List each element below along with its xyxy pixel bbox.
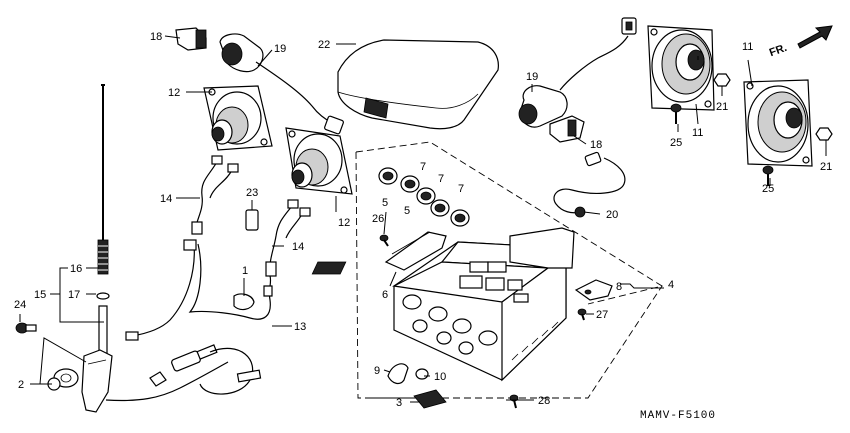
callout-labels: 18 19 22 12 14 23 14 1 13 12 16 17 15 24…	[14, 31, 832, 409]
fasteners-21-25	[670, 73, 833, 186]
callout-25-left: 25	[670, 137, 682, 149]
callout-5-a: 5	[382, 197, 388, 209]
callout-7-b: 7	[438, 173, 444, 185]
callout-16: 16	[70, 263, 82, 275]
callout-5-b: 5	[404, 205, 410, 217]
callout-8: 8	[616, 281, 622, 293]
callout-25-right: 25	[762, 183, 774, 195]
callout-20: 20	[606, 209, 618, 221]
front-speaker-left	[647, 25, 715, 111]
antenna-assembly	[15, 84, 262, 413]
callout-2: 2	[18, 379, 24, 391]
callout-1: 1	[242, 265, 248, 277]
callout-3: 3	[396, 397, 402, 409]
callout-9: 9	[374, 365, 380, 377]
callout-18-left: 18	[150, 31, 162, 43]
callout-7-c: 7	[458, 183, 464, 195]
callout-23: 23	[246, 187, 258, 199]
callout-18-right: 18	[590, 139, 602, 151]
front-direction-arrow: FR.	[768, 25, 833, 59]
callout-4: 4	[668, 279, 674, 291]
callout-24: 24	[14, 299, 26, 311]
callout-19-left: 19	[274, 43, 286, 55]
callout-22: 22	[318, 39, 330, 51]
callout-14-lower: 14	[292, 241, 304, 253]
callout-11-left: 11	[692, 127, 703, 139]
callout-12-lower: 12	[338, 217, 350, 229]
callout-12-upper: 12	[168, 87, 180, 99]
callout-28: 28	[538, 395, 550, 407]
leader-lines	[19, 35, 827, 403]
callout-19-right: 19	[526, 71, 538, 83]
callout-21-left: 21	[716, 101, 728, 113]
callout-17: 17	[68, 289, 80, 301]
callout-10: 10	[434, 371, 446, 383]
front-speaker-right	[743, 79, 813, 167]
cover-22	[337, 39, 499, 130]
bracket-8	[574, 279, 613, 301]
diagram-code: MAMV-F5100	[640, 410, 716, 422]
front-label: FR.	[768, 42, 789, 59]
cable-19-upper	[175, 27, 344, 135]
callout-14-upper: 14	[160, 193, 172, 205]
rear-speaker-assembly	[125, 85, 353, 341]
knobs-5-7	[378, 167, 470, 227]
ground-cable-20	[553, 151, 626, 218]
callout-15: 15	[34, 289, 46, 301]
callout-27: 27	[596, 309, 608, 321]
dashed-outline-box	[355, 141, 664, 399]
callout-26: 26	[372, 213, 384, 225]
callout-7-a: 7	[420, 161, 426, 173]
screw-27	[577, 308, 587, 321]
small-parts-3-9-10-28	[387, 363, 519, 409]
callout-13: 13	[294, 321, 306, 333]
callout-11-right: 11	[742, 41, 753, 53]
callout-6: 6	[382, 289, 388, 301]
callout-21-right: 21	[820, 161, 832, 173]
unit-front-knobs	[402, 294, 498, 355]
screw-26	[379, 234, 389, 247]
audio-unit-4	[311, 227, 575, 382]
lid-6	[384, 231, 447, 271]
cable-19-right	[518, 17, 637, 143]
